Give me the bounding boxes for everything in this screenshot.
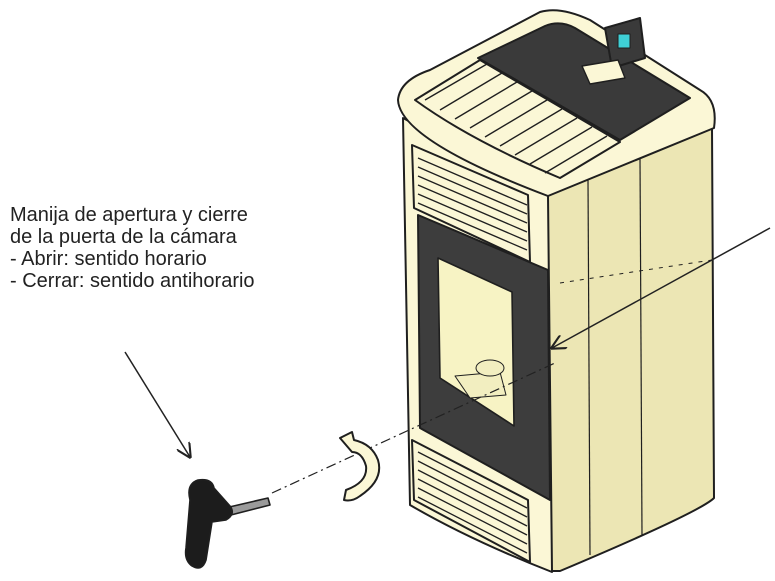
- insertion-axis: [271, 362, 556, 494]
- pellet-stove: [397, 9, 716, 573]
- caption-pointer-arrow: [124, 351, 190, 457]
- caption-line-4: - Cerrar: sentido antihorario: [10, 270, 255, 292]
- caption-line-1: Manija de apertura y cierre: [10, 204, 248, 226]
- caption-line-3: - Abrir: sentido horario: [10, 248, 207, 270]
- control-screen: [617, 33, 631, 49]
- stove-side-panel: [544, 127, 715, 572]
- handle-caption: Manija de apertura y cierre de la puerta…: [10, 204, 370, 292]
- pellet-lid: [581, 59, 626, 85]
- stove-top-grille: [414, 59, 621, 179]
- t-handle-icon: [184, 478, 271, 569]
- caption-line-2: de la puerta de la cámara: [10, 226, 237, 248]
- rotate-arrow-icon: [339, 431, 381, 502]
- lower-louvre-grille: [411, 439, 531, 563]
- stove-top-plate: [477, 22, 691, 141]
- door-pointer-arrow: [552, 227, 771, 348]
